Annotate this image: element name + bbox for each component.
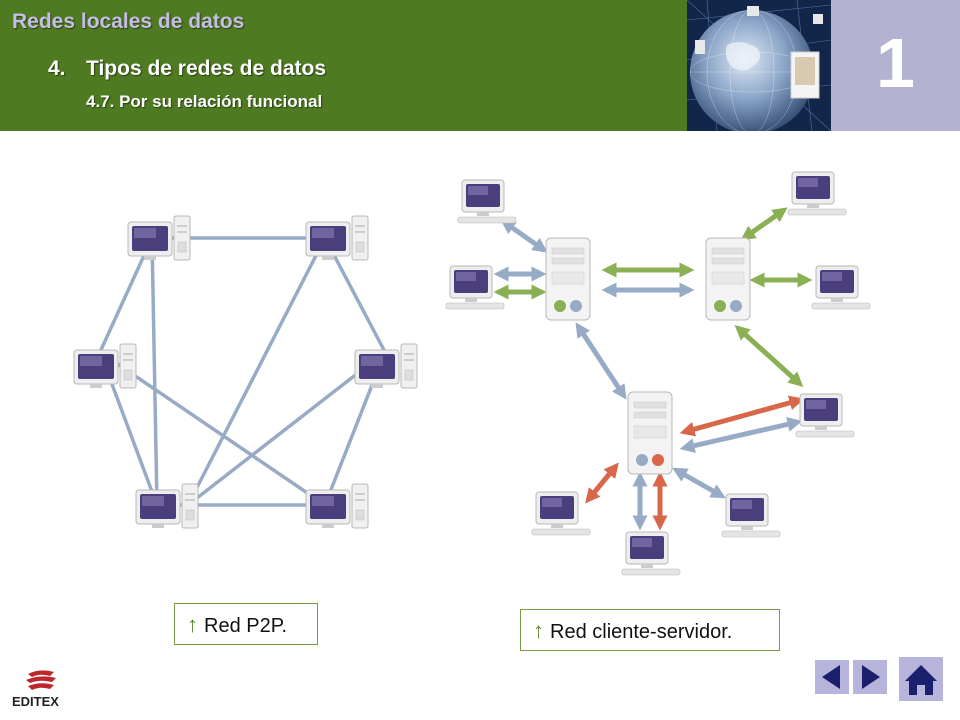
cs-server-1 (545, 237, 591, 321)
caption-client-server-text: Red cliente-servidor. (550, 621, 733, 643)
header: Redes locales de datos 4. Tipos de redes … (0, 0, 960, 131)
subsection-title: 4.7. Por su relación funcional (86, 92, 323, 111)
section-number: 4. (48, 57, 66, 80)
arrow-left-icon (822, 665, 840, 689)
client-server-arrows (493, 207, 813, 531)
cs-client-7 (721, 493, 781, 538)
arrow-right-icon (862, 665, 880, 689)
cs-client-3 (787, 171, 847, 216)
caption-p2p: ↑ Red P2P. (174, 603, 318, 645)
p2p-computer-top-left (127, 215, 191, 261)
home-icon (905, 665, 937, 695)
chapter-number: 1 (876, 24, 915, 102)
cs-client-1 (457, 179, 517, 224)
chapter-box: 1 (831, 0, 960, 131)
svg-text:EDITEX: EDITEX (12, 694, 59, 709)
cs-client-2 (445, 265, 505, 310)
caption-client-server: ↑ Red cliente-servidor. (520, 609, 780, 651)
cs-client-5 (795, 393, 855, 438)
header-band: Redes locales de datos 4. Tipos de redes … (0, 0, 687, 131)
p2p-network-diagram (73, 215, 418, 529)
up-arrow-icon: ↑ (187, 612, 198, 637)
caption-p2p-text: Red P2P. (204, 615, 288, 637)
cs-client-4 (811, 265, 871, 310)
p2p-connections (98, 236, 387, 507)
cs-client-8 (621, 531, 681, 576)
p2p-computer-top-right (305, 215, 369, 261)
p2p-computer-left (73, 343, 137, 389)
client-server-network-diagram (445, 171, 871, 576)
cs-server-3 (627, 391, 673, 475)
previous-button[interactable] (815, 660, 849, 694)
p2p-computer-right (354, 343, 418, 389)
p2p-computer-bottom-right (305, 483, 369, 529)
course-title: Redes locales de datos (12, 10, 245, 33)
section-title-text: Tipos de redes de datos (86, 57, 327, 80)
globe-image (687, 0, 831, 131)
up-arrow-icon: ↑ (533, 618, 544, 643)
p2p-computer-bottom-left (135, 483, 199, 529)
editex-logo: EDITEX (10, 668, 76, 712)
next-button[interactable] (853, 660, 887, 694)
section-title: 4. Tipos de redes de datos (48, 57, 326, 81)
home-button[interactable] (899, 657, 943, 701)
cs-client-6 (531, 491, 591, 536)
cs-server-2 (705, 237, 751, 321)
